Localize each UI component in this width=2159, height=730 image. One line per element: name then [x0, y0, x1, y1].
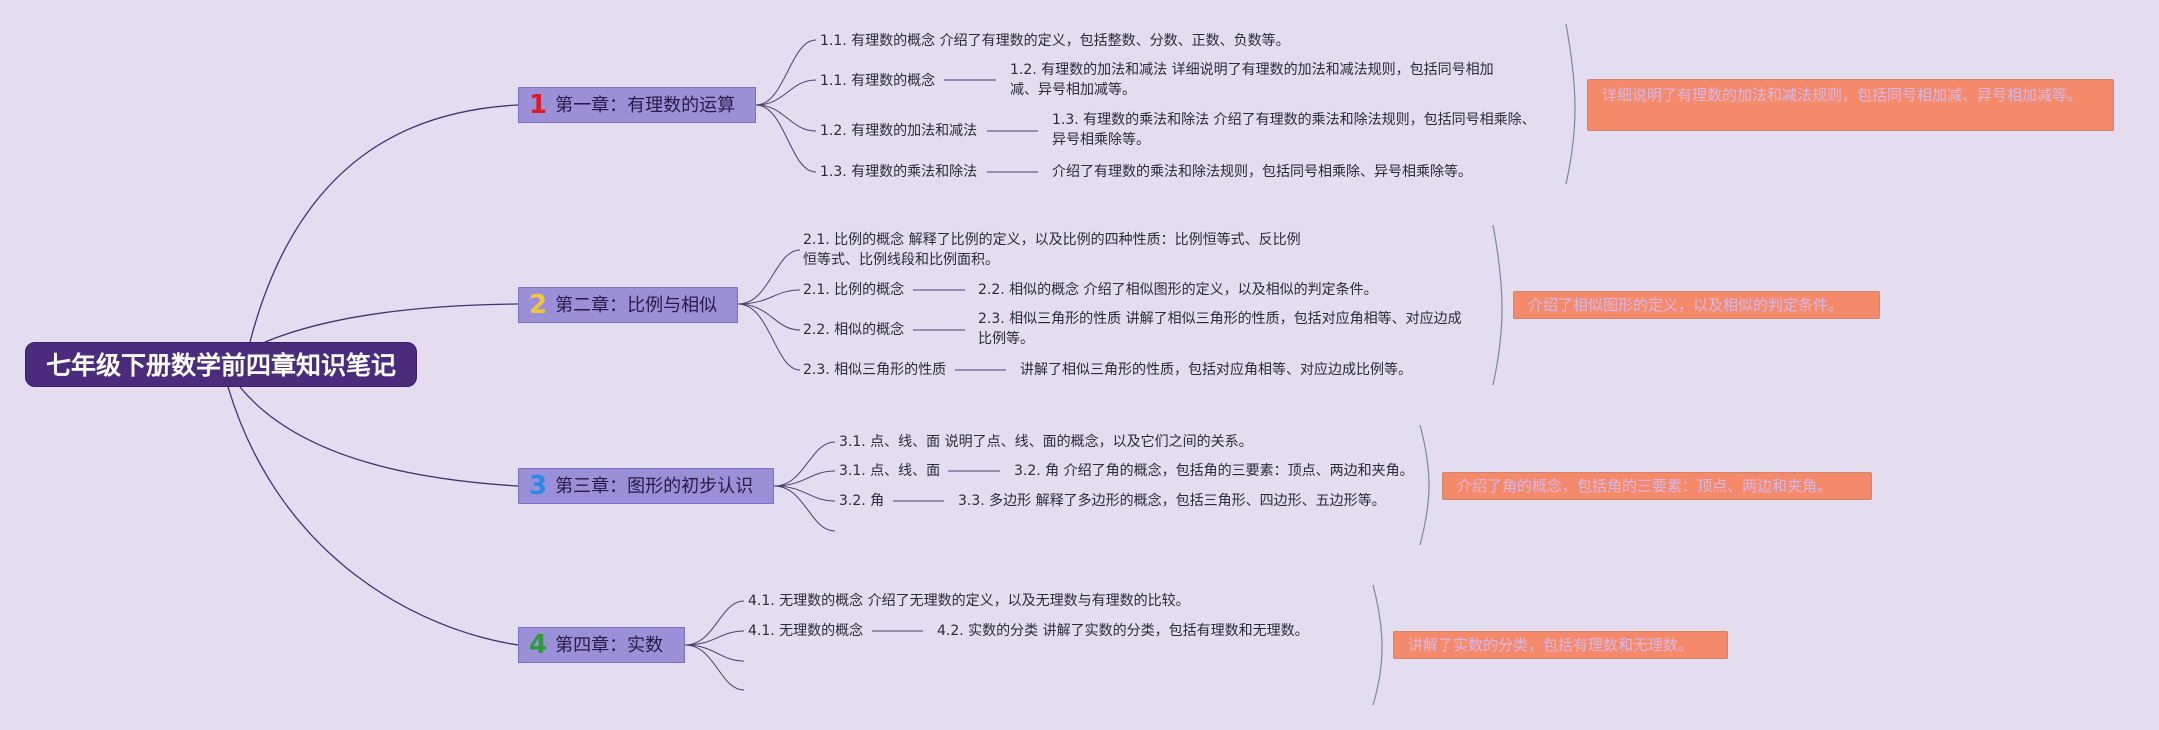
chapter-3-item-4[interactable]: 3.2. 角: [839, 493, 885, 509]
chapter-2-topic[interactable]: 2 第二章：比例与相似: [518, 287, 738, 323]
chapter-1-item-4[interactable]: 1.2. 有理数的加法和减法: [820, 123, 978, 139]
chapter-1-item-3[interactable]: 1.2. 有理数的加法和减法 详细说明了有理数的加法和减法规则，包括同号相加减、…: [1010, 62, 1494, 98]
chapter-4-item-2[interactable]: 4.1. 无理数的概念: [748, 623, 864, 639]
connector-3: [239, 386, 519, 487]
chapter-2-label: 第二章：比例与相似: [555, 295, 718, 316]
chapter-1-label: 第一章：有理数的运算: [555, 95, 736, 116]
chapter-3-item-2[interactable]: 3.1. 点、线、面: [839, 463, 941, 479]
chapter-3-item-5[interactable]: 3.3. 多边形 解释了多边形的概念，包括三角形、四边形、五边形等。: [958, 493, 1386, 509]
chapter-3-number: 3: [529, 471, 548, 501]
chapter-2-item-6[interactable]: 2.3. 相似三角形的性质: [803, 362, 947, 378]
root-topic[interactable]: 七年级下册数学前四章知识笔记: [25, 342, 417, 387]
chapter-1-item-2[interactable]: 1.1. 有理数的概念: [820, 73, 936, 89]
chapter-4-summary-note[interactable]: 讲解了实数的分类，包括有理数和无理数。: [1393, 631, 1728, 659]
connector-16: [737, 303, 801, 371]
chapter-3-item-3[interactable]: 3.2. 角 介绍了角的概念，包括角的三要素：顶点、两边和夹角。: [1014, 463, 1414, 479]
chapter-2-item-3[interactable]: 2.2. 相似的概念 介绍了相似图形的定义，以及相似的判定条件。: [978, 282, 1378, 298]
chapter-3-label: 第三章：图形的初步认识: [555, 476, 754, 497]
connector-8: [755, 104, 817, 173]
chapter-4-label: 第四章：实数: [555, 635, 664, 656]
chapter-2-summary-note[interactable]: 介绍了相似图形的定义，以及相似的判定条件。: [1513, 291, 1880, 319]
connector-14: [737, 289, 801, 305]
connector-33: [1372, 584, 1383, 706]
chapter-1-item-5[interactable]: 1.3. 有理数的乘法和除法 介绍了有理数的乘法和除法规则，包括同号相乘除、异号…: [1052, 112, 1536, 148]
connector-5: [755, 39, 817, 106]
connector-30: [684, 644, 745, 662]
connector-20: [1492, 224, 1503, 386]
connector-22: [773, 470, 836, 487]
chapter-3-summary-note[interactable]: 介绍了角的概念，包括角的三要素：顶点、两边和夹角。: [1442, 472, 1872, 500]
chapter-2-item-2[interactable]: 2.1. 比例的概念: [803, 282, 905, 298]
connector-13: [737, 249, 801, 305]
chapter-1-topic[interactable]: 1 第一章：有理数的运算: [518, 87, 756, 123]
connector-29: [684, 630, 745, 646]
chapter-4-item-3[interactable]: 4.2. 实数的分类 讲解了实数的分类，包括有理数和无理数。: [937, 623, 1309, 639]
chapter-3-item-1[interactable]: 3.1. 点、线、面 说明了点、线、面的概念，以及它们之间的关系。: [839, 434, 1253, 450]
chapter-1-item-1[interactable]: 1.1. 有理数的概念 介绍了有理数的定义，包括整数、分数、正数、负数等。: [820, 33, 1290, 49]
chapter-2-item-5[interactable]: 2.3. 相似三角形的性质 讲解了相似三角形的性质，包括对应角相等、对应边成比例…: [978, 311, 1462, 347]
connector-6: [755, 79, 817, 106]
connector-23: [773, 485, 836, 502]
chapter-3-topic[interactable]: 3 第三章：图形的初步认识: [518, 468, 774, 504]
connector-12: [1565, 23, 1576, 185]
chapter-1-item-6[interactable]: 1.3. 有理数的乘法和除法: [820, 164, 978, 180]
connector-15: [737, 303, 801, 331]
connector-7: [755, 104, 817, 132]
chapter-2-item-4[interactable]: 2.2. 相似的概念: [803, 322, 905, 338]
chapter-1-item-7[interactable]: 介绍了有理数的乘法和除法规则，包括同号相乘除、异号相乘除等。: [1052, 164, 1472, 180]
chapter-2-number: 2: [529, 290, 548, 320]
chapter-2-item-1[interactable]: 2.1. 比例的概念 解释了比例的定义，以及比例的四种性质：比例恒等式、反比例恒…: [803, 232, 1301, 268]
connector-2: [264, 303, 519, 343]
connector-1: [249, 104, 519, 343]
chapter-1-summary-note[interactable]: 详细说明了有理数的加法和减法规则，包括同号相加减、异号相加减等。: [1587, 79, 2114, 131]
connector-31: [684, 644, 745, 691]
chapter-4-item-1[interactable]: 4.1. 无理数的概念 介绍了无理数的定义，以及无理数与有理数的比较。: [748, 593, 1190, 609]
chapter-2-item-7[interactable]: 讲解了相似三角形的性质，包括对应角相等、对应边成比例等。: [1020, 362, 1412, 378]
connector-21: [773, 441, 836, 487]
connector-27: [1419, 424, 1430, 546]
connector-24: [773, 485, 836, 532]
chapter-4-number: 4: [529, 630, 548, 660]
connector-4: [227, 386, 519, 646]
chapter-4-topic[interactable]: 4 第四章：实数: [518, 627, 685, 663]
chapter-1-number: 1: [529, 90, 548, 120]
connector-28: [684, 600, 745, 646]
